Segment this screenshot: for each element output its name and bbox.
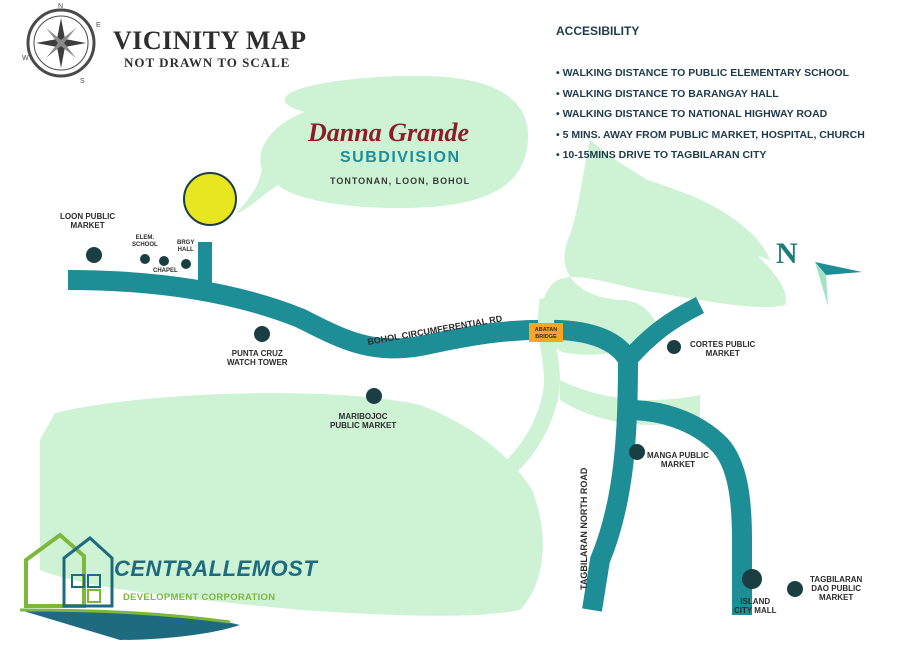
label-dao-market: TAGBILARAN DAO PUBLIC MARKET	[810, 575, 862, 603]
label-line: MARKET	[819, 593, 854, 603]
brgy-hall-dot[interactable]	[181, 259, 191, 269]
company-logo-icon	[19, 532, 240, 640]
accessibility-heading: ACCESIBILITY	[556, 24, 640, 38]
label-line: CITY MALL	[734, 606, 777, 616]
label-line: ELEM.	[135, 235, 154, 241]
label-line: ISLAND	[740, 597, 771, 606]
label-line: WATCH TOWER	[227, 358, 288, 368]
compass-letter-w: W	[22, 55, 29, 62]
company-subtitle: DEVELOPMENT CORPORATION	[123, 592, 276, 603]
label-line: MARIBOJOC	[338, 412, 388, 421]
accessibility-item: WALKING DISTANCE TO PUBLIC ELEMENTARY SC…	[556, 66, 865, 87]
north-road-label: TAGBILARAN NORTH ROAD	[579, 467, 589, 590]
island-city-mall-dot[interactable]	[742, 569, 762, 589]
company-name: CENTRALLEMOST	[114, 556, 318, 581]
subdivision-site-marker[interactable]	[183, 172, 237, 226]
label-line: BRGY	[177, 240, 195, 246]
accessibility-item: WALKING DISTANCE TO BARANGAY HALL	[556, 87, 865, 108]
label-maribojoc-market: MARIBOJOC PUBLIC MARKET	[330, 412, 396, 430]
elem-school-dot[interactable]	[140, 254, 150, 264]
bohol-circumferential-road	[67, 270, 637, 366]
label-chapel: CHAPEL	[153, 268, 178, 274]
bridge-label-line1: ABATAN	[535, 327, 557, 333]
label-island-city-mall: ISLAND CITY MALL	[734, 597, 777, 615]
label-elem-school: ELEM. SCHOOL	[132, 235, 158, 249]
label-line: DAO PUBLIC	[811, 584, 862, 594]
maribojoc-market-dot[interactable]	[366, 388, 382, 404]
compass-rose-icon	[26, 8, 96, 78]
label-punta-cruz: PUNTA CRUZ WATCH TOWER	[227, 349, 288, 367]
label-line: MANGA PUBLIC	[647, 451, 709, 460]
loon-public-market-dot[interactable]	[86, 247, 102, 263]
label-line: MARKET	[660, 460, 696, 470]
manga-market-dot[interactable]	[629, 444, 645, 460]
subdivision-callout-bubble	[236, 75, 529, 214]
north-arrow-icon	[815, 262, 862, 306]
tagbilaran-north-road	[582, 359, 638, 612]
subdivision-type: SUBDIVISION	[340, 149, 461, 166]
accessibility-list: WALKING DISTANCE TO PUBLIC ELEMENTARY SC…	[556, 66, 865, 169]
label-cortes-market: CORTES PUBLIC MARKET	[690, 340, 755, 358]
land-mass-southwest	[40, 393, 543, 616]
label-line: MARKET	[70, 221, 105, 231]
map-title: VICINITY MAP	[113, 26, 307, 55]
map-subtitle: NOT DRAWN TO SCALE	[124, 55, 291, 70]
label-line: HALL	[177, 246, 194, 253]
land-mass-north	[590, 172, 770, 260]
punta-cruz-dot[interactable]	[254, 326, 270, 342]
bridge-label-line2: BRIDGE	[535, 334, 557, 340]
accessibility-item: 5 MINS. AWAY FROM PUBLIC MARKET, HOSPITA…	[556, 128, 865, 149]
label-line: LOON PUBLIC	[60, 212, 116, 221]
road-manga-branch	[627, 400, 752, 615]
compass-letter-n: N	[58, 3, 63, 10]
label-line: CORTES PUBLIC	[690, 340, 756, 349]
label-line: PUNTA CRUZ	[231, 349, 283, 358]
accessibility-item: 10-15MINS DRIVE TO TAGBILARAN CITY	[556, 148, 865, 169]
compass-letter-s: S	[80, 78, 85, 85]
label-line: SCHOOL	[132, 241, 158, 248]
dao-market-dot[interactable]	[787, 581, 803, 597]
cortes-market-dot[interactable]	[667, 340, 681, 354]
accessibility-item: WALKING DISTANCE TO NATIONAL HIGHWAY ROA…	[556, 107, 865, 128]
compass-letter-e: E	[96, 22, 101, 29]
label-manga-market: MANGA PUBLIC MARKET	[647, 451, 709, 469]
label-line: PUBLIC MARKET	[330, 421, 397, 431]
chapel-dot[interactable]	[159, 256, 169, 266]
subdivision-location: TONTONAN, LOON, BOHOL	[330, 176, 471, 186]
road-cortes-branch	[621, 296, 705, 366]
subdivision-name: Danna Grande	[308, 118, 470, 147]
label-line: MARKET	[705, 349, 740, 359]
label-loon-public-market: LOON PUBLIC MARKET	[60, 212, 115, 230]
label-brgy-hall: BRGY HALL	[177, 240, 194, 254]
label-line: TAGBILARAN	[810, 575, 863, 584]
abatan-bridge	[529, 323, 563, 342]
north-indicator-label: N	[776, 237, 798, 270]
